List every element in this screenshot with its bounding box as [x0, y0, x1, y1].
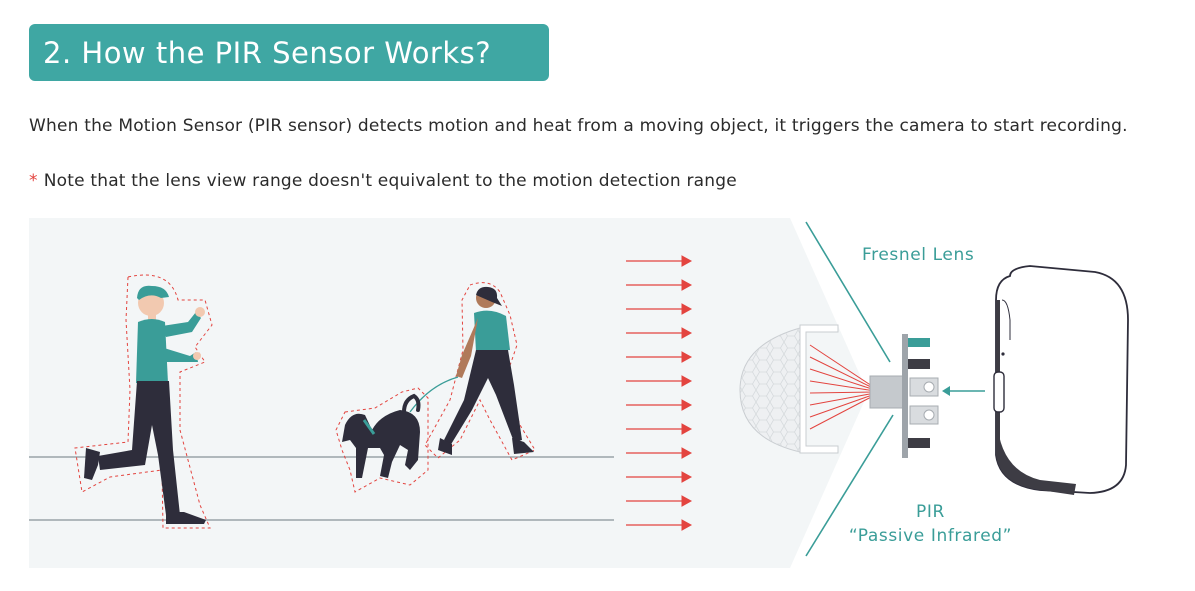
pir-label: PIR “Passive Infrared” — [843, 500, 1018, 548]
runner-figure — [74, 274, 213, 529]
pir-label-line2: “Passive Infrared” — [848, 526, 1013, 546]
note-asterisk: * — [29, 171, 38, 191]
camera-arrow-icon — [942, 386, 985, 396]
fresnel-callout-line — [805, 221, 891, 363]
scene-panel — [29, 218, 868, 568]
pir-callout-line — [805, 414, 894, 557]
dog-figure — [335, 387, 429, 493]
note: *Note that the lens view range doesn't e… — [29, 171, 737, 191]
title-badge: 2. How the PIR Sensor Works? — [29, 24, 549, 81]
description-text: When the Motion Sensor (PIR sensor) dete… — [29, 116, 1128, 136]
motion-arrows — [626, 255, 693, 531]
page-title: 2. How the PIR Sensor Works? — [43, 35, 492, 70]
camera-icon — [993, 265, 1129, 495]
note-text: Note that the lens view range doesn't eq… — [43, 171, 737, 191]
fresnel-lens-icon — [739, 324, 839, 454]
walking-woman-figure — [409, 282, 536, 461]
ir-rays — [809, 344, 876, 430]
pir-label-line1: PIR — [916, 502, 945, 522]
pir-sensor-icon — [869, 334, 939, 458]
fresnel-lens-label: Fresnel Lens — [862, 245, 975, 265]
